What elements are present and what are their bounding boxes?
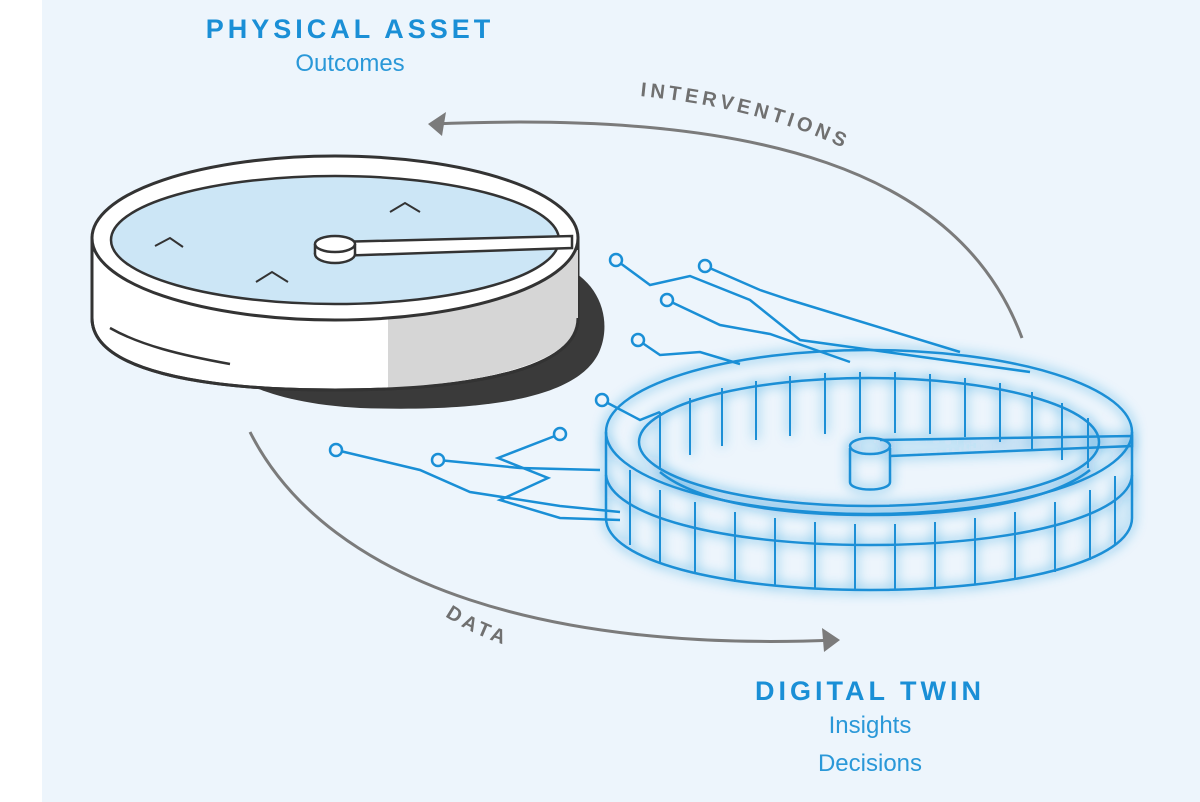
diagram-background <box>42 0 1200 802</box>
physical-asset-title: PHYSICAL ASSET <box>205 14 495 44</box>
data-circuit-traces <box>335 258 1031 522</box>
physical-asset-label: PHYSICAL ASSET Outcomes <box>150 14 550 83</box>
arrowhead-left-icon <box>428 112 446 136</box>
interventions-arrow <box>428 112 1024 339</box>
arrowhead-right-icon <box>822 628 840 652</box>
physical-tank-icon <box>90 154 605 409</box>
digital-twin-insights: Insights <box>828 712 912 739</box>
digital-twin-title: DIGITAL TWIN <box>755 676 985 706</box>
physical-asset-subtitle: Outcomes <box>295 50 405 77</box>
digital-twin-tank-icon <box>604 348 1134 592</box>
data-arrow <box>248 431 840 652</box>
digital-twin-label: DIGITAL TWIN Insights Decisions <box>670 676 1070 783</box>
circuit-nodes <box>328 252 713 468</box>
digital-twin-decisions: Decisions <box>817 750 923 777</box>
